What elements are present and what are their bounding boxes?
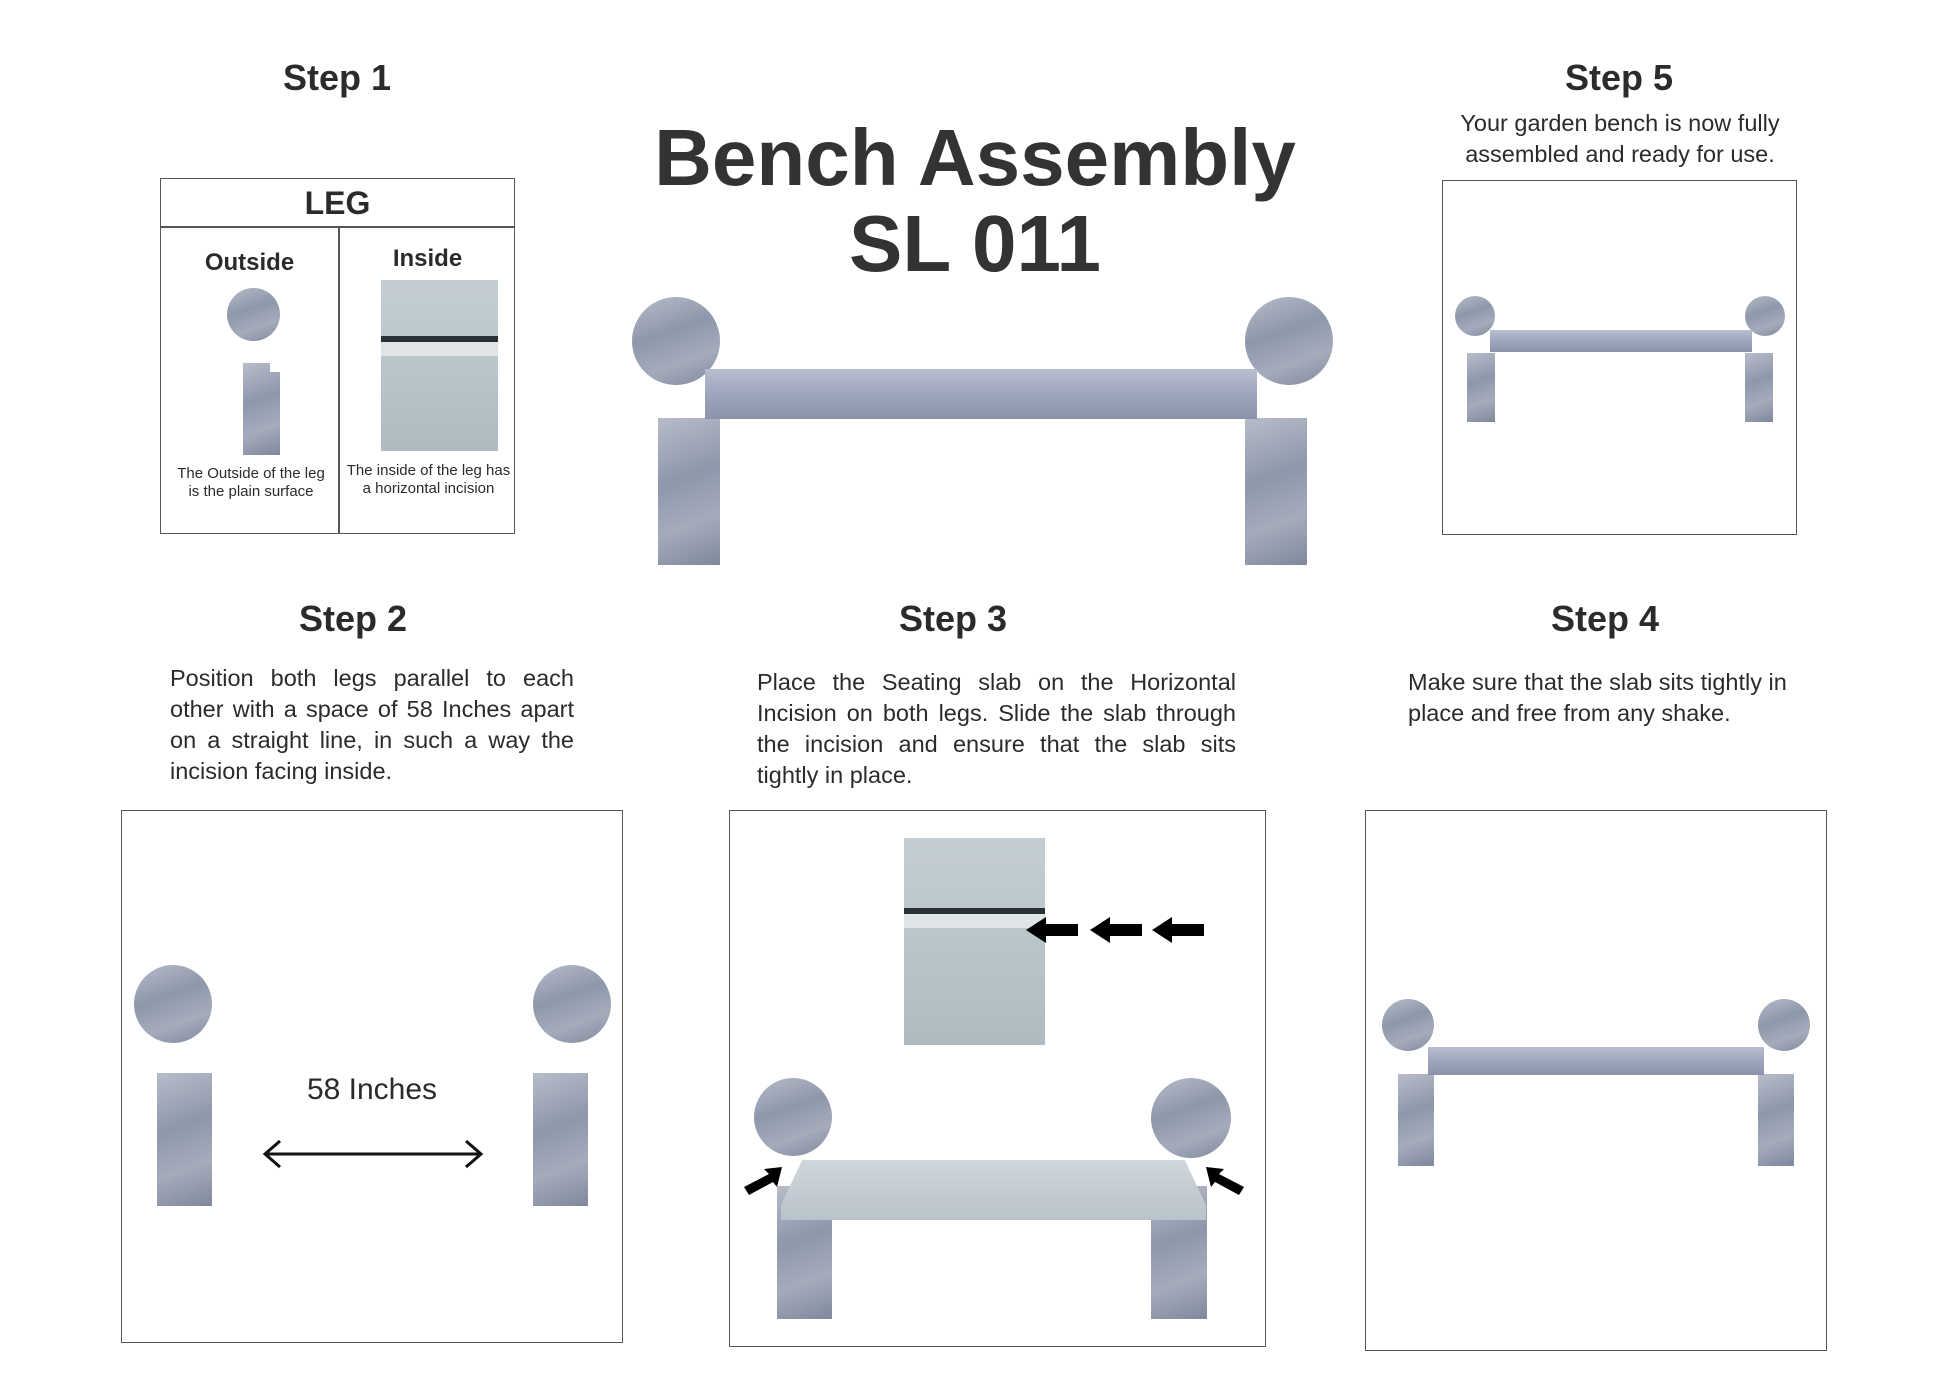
leg-outside-image [227, 288, 280, 455]
arrow-icon [1206, 1167, 1244, 1195]
title-line2: SL 011 [848, 199, 1102, 288]
bench-leg-left [1382, 999, 1434, 1166]
step3-title: Step 3 [898, 598, 1008, 639]
bench-leg-left [1455, 296, 1495, 422]
step4-text: Make sure that the slab sits tightly in … [1408, 669, 1787, 726]
inside-label: Inside [392, 245, 463, 272]
step3-image-frame [729, 810, 1266, 1347]
bench-seat-slab [1428, 1047, 1764, 1075]
step4-image-frame [1365, 810, 1827, 1351]
leg-inside-closeup-image [904, 838, 1045, 1045]
divider [338, 226, 340, 533]
bench-seat-slab [705, 369, 1257, 419]
bench-leg-right [1745, 296, 1785, 422]
step5-title: Step 5 [1564, 57, 1674, 98]
outside-caption: The Outside of the leg is the plain surf… [177, 465, 325, 500]
seat-slab-image [781, 1160, 1206, 1220]
leg-table-header: LEG [304, 185, 371, 221]
step4-title: Step 4 [1550, 598, 1660, 639]
leg-inside-image [381, 280, 498, 451]
bench-leg-left [632, 297, 720, 565]
step5-image-frame [1442, 180, 1797, 535]
leg-reference-table: LEG Outside The Outside of the leg is th… [160, 178, 515, 534]
bench-seat-slab [1490, 330, 1752, 352]
bench-leg-right [1245, 297, 1333, 565]
step2-title: Step 2 [298, 598, 408, 639]
divider [161, 226, 514, 228]
page-title: Bench Assembly SL 011 [575, 115, 1375, 287]
insert-direction-arrows-icon [1026, 917, 1204, 943]
inside-caption: The inside of the leg has a horizontal i… [346, 462, 511, 497]
leg-left [134, 965, 212, 1206]
leg-right [533, 965, 611, 1206]
outside-label: Outside [204, 249, 295, 276]
distance-label: 58 Inches [306, 1073, 438, 1106]
step2-text: Position both legs parallel to each othe… [170, 665, 574, 784]
step2-image-frame: 58 Inches [121, 810, 623, 1343]
step1-title: Step 1 [282, 57, 392, 98]
step3-text: Place the Seating slab on the Horizontal… [757, 669, 1236, 788]
bench-leg-right [1758, 999, 1810, 1166]
title-line1: Bench Assembly [654, 113, 1296, 202]
step5-text: Your garden bench is now fully assembled… [1460, 110, 1780, 167]
double-arrow-icon [262, 1139, 484, 1169]
arrow-icon [744, 1167, 782, 1195]
